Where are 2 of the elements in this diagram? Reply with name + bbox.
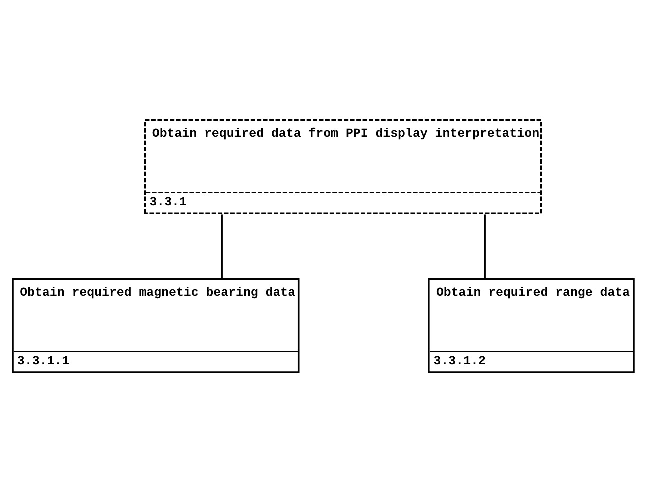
connector [484,214,486,278]
connector [221,214,223,278]
